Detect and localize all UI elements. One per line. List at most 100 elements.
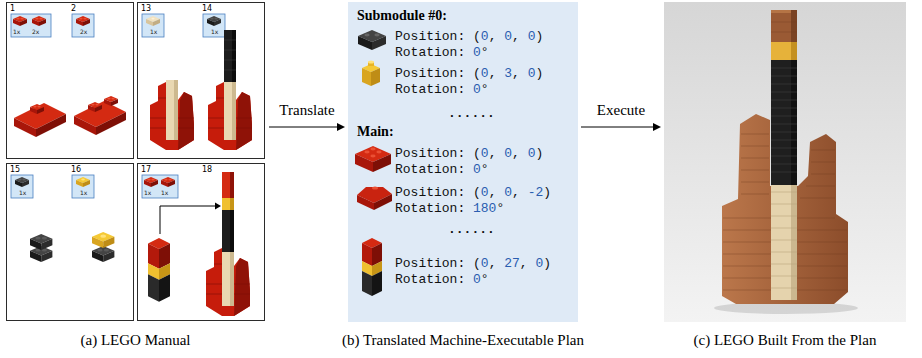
plan-panel-part bbox=[373, 154, 391, 172]
manual-step-17-18-part bbox=[215, 203, 221, 210]
part-count: 1x bbox=[80, 190, 87, 196]
manual-step-13-14-part bbox=[207, 16, 221, 26]
plan-panel-part bbox=[372, 187, 378, 190]
manual-step-15-16-part bbox=[76, 177, 90, 187]
ellipsis: ...... bbox=[448, 222, 495, 237]
caption: (a) LEGO Manual bbox=[81, 332, 191, 349]
part-count: 1x bbox=[211, 29, 218, 35]
plan-panel bbox=[348, 2, 578, 322]
text-run: 0 bbox=[473, 45, 481, 60]
manual-step-13-14-part bbox=[224, 30, 236, 82]
text-run: 0 bbox=[473, 82, 481, 97]
lego-guitar-render-part bbox=[771, 10, 797, 42]
manual-step-1-2-part bbox=[32, 16, 46, 26]
text-run: 0 bbox=[528, 66, 536, 81]
manual-step-1-2-part bbox=[104, 96, 118, 106]
plan-entry: Position: (0, 3, 0) Rotation: 0° bbox=[395, 66, 559, 98]
text-slot: 1 bbox=[10, 5, 15, 13]
step-number: 14 bbox=[202, 5, 212, 13]
arrow-head bbox=[337, 123, 345, 131]
text-slot: 18 bbox=[202, 166, 212, 174]
part-count: 1x bbox=[13, 29, 20, 35]
text-slot: Submodule #0: bbox=[357, 8, 447, 24]
text-run: 0 bbox=[481, 185, 489, 200]
text-slot: 1x bbox=[161, 190, 168, 196]
text-run: , bbox=[489, 29, 505, 44]
step-number: 18 bbox=[202, 166, 212, 174]
plan-panel-part bbox=[372, 36, 386, 50]
text-run: ° bbox=[481, 162, 489, 177]
text-run: 0 bbox=[504, 185, 512, 200]
plan-panel-part bbox=[374, 194, 392, 210]
plan-panel-part bbox=[370, 155, 375, 158]
plan-panel-part bbox=[371, 68, 380, 86]
plan-panel-part bbox=[364, 34, 369, 37]
text-run: 0 bbox=[481, 146, 489, 161]
lego-guitar-render-part bbox=[664, 2, 906, 322]
manual-step-15-16-part bbox=[15, 177, 29, 187]
text-run: 0 bbox=[528, 29, 536, 44]
text-run: 0 bbox=[504, 29, 512, 44]
manual-step-1-2-part bbox=[76, 16, 90, 26]
text-slot: 1x bbox=[13, 29, 20, 35]
text-slot: 14 bbox=[202, 5, 212, 13]
manual-step-17-18-part bbox=[230, 198, 234, 210]
manual-step-13-14-part bbox=[224, 40, 236, 70]
text-run: , bbox=[489, 185, 505, 200]
plan-entry: Position: (0, 27, 0) Rotation: 0° bbox=[395, 256, 559, 288]
plan-panel-part bbox=[362, 238, 382, 296]
manual-step-1-2-part bbox=[36, 114, 66, 137]
text-run: Position: ( bbox=[395, 185, 481, 200]
text-run: , bbox=[512, 146, 528, 161]
lego-guitar-render-part bbox=[771, 192, 797, 288]
text-run: 3 bbox=[504, 66, 512, 81]
text-run: , bbox=[489, 66, 505, 81]
manual-step-15-16-part bbox=[30, 234, 52, 250]
manual-panel: (a) LEGO Manual12131415161718 bbox=[5, 1, 266, 322]
manual-step-17-18-part bbox=[206, 246, 250, 316]
edge-label: Execute bbox=[597, 102, 645, 119]
manual-step-13-14-part bbox=[203, 14, 225, 37]
manual-step-15-16-part bbox=[72, 175, 94, 198]
lego-guitar-render-part bbox=[791, 42, 797, 60]
plan-panel-part bbox=[364, 151, 369, 154]
manual-step-1-2-part bbox=[11, 14, 51, 37]
text-slot: Position: (0, 0, -2) Rotation: 180° bbox=[395, 185, 559, 217]
manual-step-17-18-part bbox=[144, 177, 158, 187]
step-number: 17 bbox=[141, 166, 151, 174]
text-slot: (c) LEGO Built From the Plan bbox=[694, 332, 877, 349]
text-slot: 17 bbox=[141, 166, 151, 174]
connector-arrow bbox=[581, 127, 653, 128]
manual-step-1-2 bbox=[11, 14, 126, 137]
plan-panel-part bbox=[368, 61, 374, 64]
text-slot: 1x bbox=[80, 190, 87, 196]
render-panel: (c) LEGO Built From the Plan bbox=[664, 2, 906, 322]
manual-step-17-18-part bbox=[230, 172, 234, 198]
manual-step-15-16 bbox=[11, 175, 114, 262]
manual-step-17-18-part bbox=[142, 175, 178, 198]
step-number: 2 bbox=[71, 5, 76, 13]
text-run: -2 bbox=[528, 185, 544, 200]
manual-step-panel: 1718 bbox=[137, 163, 265, 321]
part-count: 1x bbox=[19, 190, 26, 196]
text-slot: (b) Translated Machine-Executable Plan bbox=[342, 332, 584, 349]
text-slot: 2x bbox=[80, 29, 87, 35]
plan-entry: Position: (0, 0, -2) Rotation: 180° bbox=[395, 185, 559, 217]
manual-step-1-2-part bbox=[88, 102, 102, 112]
text-slot: 1x bbox=[19, 190, 26, 196]
lego-guitar-render-part bbox=[771, 22, 797, 32]
arrow-head bbox=[653, 123, 661, 131]
lego-guitar-render-part bbox=[771, 68, 797, 172]
text-slot: 1x bbox=[211, 29, 218, 35]
text-slot: (a) LEGO Manual bbox=[81, 332, 191, 349]
section-heading: Main: bbox=[357, 124, 394, 140]
manual-step-panel: 1314 bbox=[137, 2, 265, 159]
manual-step-1-2-part bbox=[96, 112, 126, 135]
lego-guitar-render-part bbox=[771, 180, 797, 300]
text-run: ° bbox=[481, 82, 489, 97]
plan-panel-part bbox=[362, 68, 371, 86]
text-slot: Translate bbox=[279, 102, 334, 119]
text-run: 0 bbox=[504, 146, 512, 161]
plan-panel-part bbox=[348, 2, 578, 322]
caption: (c) LEGO Built From the Plan bbox=[694, 332, 877, 349]
